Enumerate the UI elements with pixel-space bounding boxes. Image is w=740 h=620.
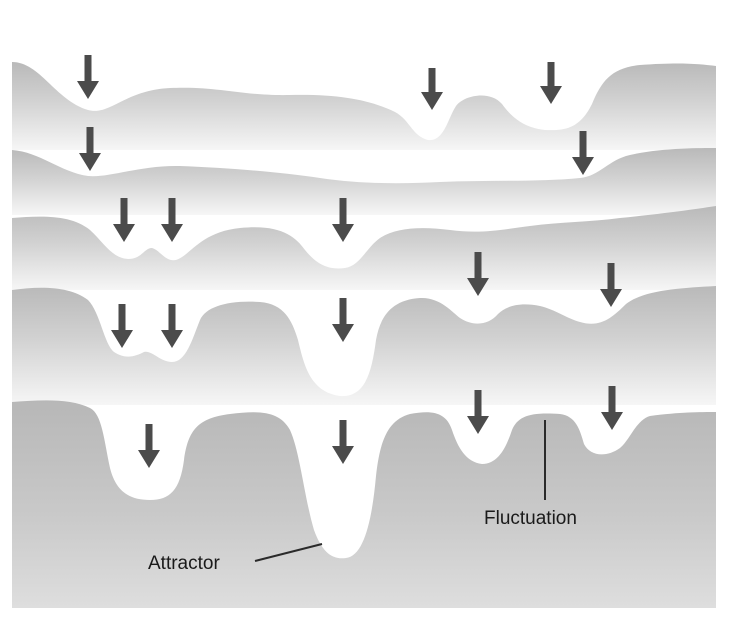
down-arrow-icon [161, 304, 183, 348]
fluctuation-label: Fluctuation [484, 508, 577, 529]
attractor-label: Attractor [148, 553, 220, 574]
down-arrow-icon [332, 298, 354, 342]
down-arrow-icon [540, 62, 562, 104]
down-arrow-icon [332, 420, 354, 464]
landscape-layer-5 [12, 400, 716, 608]
down-arrow-icon [111, 304, 133, 348]
down-arrow-icon [77, 55, 99, 99]
down-arrow-icon [138, 424, 160, 468]
landscape-layer-1 [12, 62, 716, 150]
down-arrow-icon [421, 68, 443, 110]
landscape-layer-2 [12, 148, 716, 215]
